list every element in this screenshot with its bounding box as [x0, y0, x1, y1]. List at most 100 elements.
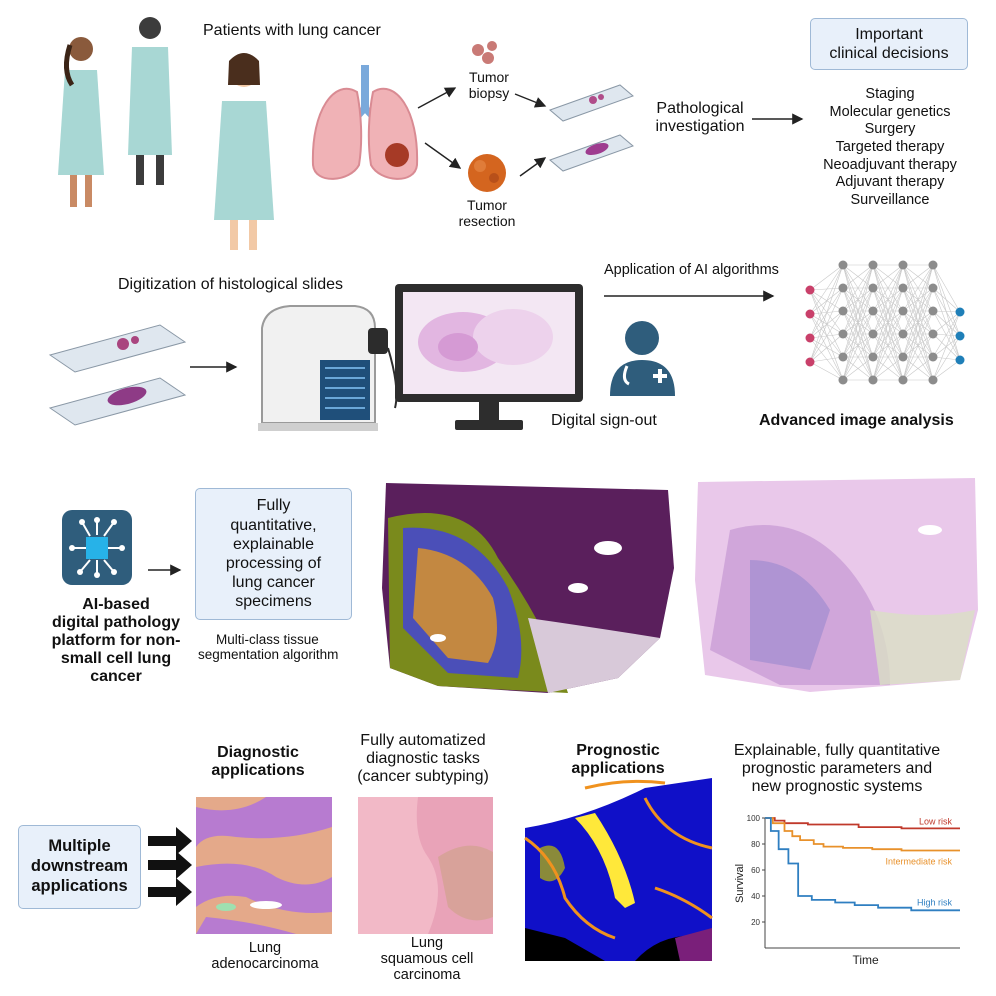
- nn-connection: [932, 311, 961, 358]
- slides-stack: [48, 324, 187, 426]
- adenocarcinoma-image: [196, 797, 332, 934]
- diagnostic-title: Diagnostic applications: [198, 744, 318, 780]
- decision-item: Surgery: [864, 121, 916, 138]
- prognostic-title: Prognostic applications: [558, 742, 678, 778]
- y-tick-label: 80: [751, 840, 760, 849]
- patient-figure: [128, 17, 172, 185]
- neural-network-icon: [805, 260, 965, 385]
- nn-node: [838, 306, 848, 316]
- biopsy-sample: [472, 41, 497, 64]
- decisions-title-line: clinical decisions: [829, 45, 949, 62]
- prognostic-map: [524, 778, 713, 961]
- nn-connection: [809, 264, 844, 363]
- nn-connection: [872, 264, 904, 358]
- nn-node: [898, 283, 908, 293]
- nn-connection: [902, 264, 934, 312]
- platform-label-line: small cell lung: [60, 649, 172, 667]
- adenocarcinoma-label: Lung adenocarcinoma: [200, 940, 330, 972]
- y-tick-label: 20: [751, 918, 760, 927]
- nn-connection: [932, 287, 961, 361]
- nn-connection: [902, 310, 934, 381]
- slide-biopsy: [549, 84, 634, 122]
- pathology-label-line: investigation: [655, 117, 745, 135]
- biopsy-label-line: Tumor: [469, 69, 509, 85]
- nn-connection: [872, 333, 904, 381]
- nn-node: [868, 283, 878, 293]
- nn-node: [898, 375, 908, 385]
- downstream-box: Multiple downstream applications: [18, 825, 141, 909]
- nn-connection: [932, 335, 961, 381]
- nn-connection: [809, 361, 844, 381]
- x-axis-label: Time: [853, 953, 880, 967]
- platform-label-line: cancer: [90, 667, 142, 685]
- nn-connection: [872, 287, 904, 381]
- nn-node: [898, 306, 908, 316]
- resection-sample: [468, 154, 506, 192]
- nn-connection: [902, 287, 934, 381]
- downstream-box-line: applications: [31, 876, 128, 895]
- downstream-box-line: downstream: [30, 857, 129, 876]
- nn-connection: [809, 310, 844, 363]
- segmentation-map: [382, 483, 674, 693]
- automated-label-line: (cancer subtyping): [357, 767, 489, 785]
- nn-node: [868, 329, 878, 339]
- y-axis-label: Survival: [734, 864, 746, 903]
- nn-node: [955, 307, 965, 317]
- quant-box-line: Fully: [256, 497, 291, 515]
- nn-connection: [932, 359, 961, 381]
- nn-connection: [842, 264, 874, 312]
- patient-figure: [214, 53, 274, 250]
- platform-label: AI-based digital pathology platform for …: [40, 596, 192, 686]
- decision-item: Adjuvant therapy: [835, 174, 945, 191]
- nn-connection: [932, 310, 961, 361]
- nn-node: [868, 375, 878, 385]
- series-label: Low risk: [919, 816, 953, 826]
- nn-connection: [872, 264, 904, 312]
- nn-connection: [809, 264, 844, 291]
- explainable-label-line: Explainable, fully quantitative: [733, 742, 941, 759]
- nn-node: [868, 260, 878, 270]
- resection-label-line: Tumor: [467, 197, 507, 213]
- decision-item: Targeted therapy: [835, 139, 945, 156]
- nn-node: [868, 306, 878, 316]
- nn-connection: [932, 310, 961, 313]
- nn-connection: [932, 311, 961, 335]
- nn-connection: [902, 264, 934, 358]
- quant-box-line: lung cancer: [232, 574, 315, 592]
- nn-connection: [842, 264, 874, 381]
- explainable-label: Explainable, fully quantitative prognost…: [716, 742, 958, 796]
- nn-connection: [932, 333, 961, 361]
- ai-label: Application of AI algorithms: [604, 262, 779, 278]
- y-tick-label: 100: [747, 814, 761, 823]
- nn-connection: [902, 264, 934, 289]
- decisions-title-line: Important: [855, 25, 923, 43]
- platform-label-line: AI-based: [82, 596, 150, 613]
- nn-connection: [902, 356, 934, 381]
- squamous-label: Lung squamous cell carcinoma: [362, 935, 492, 984]
- nn-node: [838, 375, 848, 385]
- nn-node: [928, 329, 938, 339]
- nn-node: [805, 357, 815, 367]
- quant-box-line: quantitative,: [230, 516, 317, 534]
- segmentation-label-line: segmentation algorithm: [198, 647, 339, 663]
- nn-node: [955, 355, 965, 365]
- platform-label-line: digital pathology: [52, 613, 180, 631]
- nn-node: [838, 352, 848, 362]
- nn-connection: [842, 264, 874, 289]
- nn-node: [928, 306, 938, 316]
- nn-node: [868, 352, 878, 362]
- nn-node: [805, 285, 815, 295]
- nn-node: [928, 352, 938, 362]
- nn-connection: [809, 356, 844, 363]
- adeno-label-line: Lung: [248, 940, 282, 956]
- survival-curve: [765, 817, 960, 830]
- nn-node: [898, 352, 908, 362]
- nn-node: [838, 283, 848, 293]
- squamous-label-line: squamous cell: [380, 951, 474, 968]
- resection-label-line: resection: [458, 212, 516, 229]
- nn-connection: [932, 310, 961, 337]
- arrows-downstream: [148, 827, 192, 906]
- automated-label-line: diagnostic tasks: [366, 749, 480, 767]
- nn-connection: [842, 264, 874, 358]
